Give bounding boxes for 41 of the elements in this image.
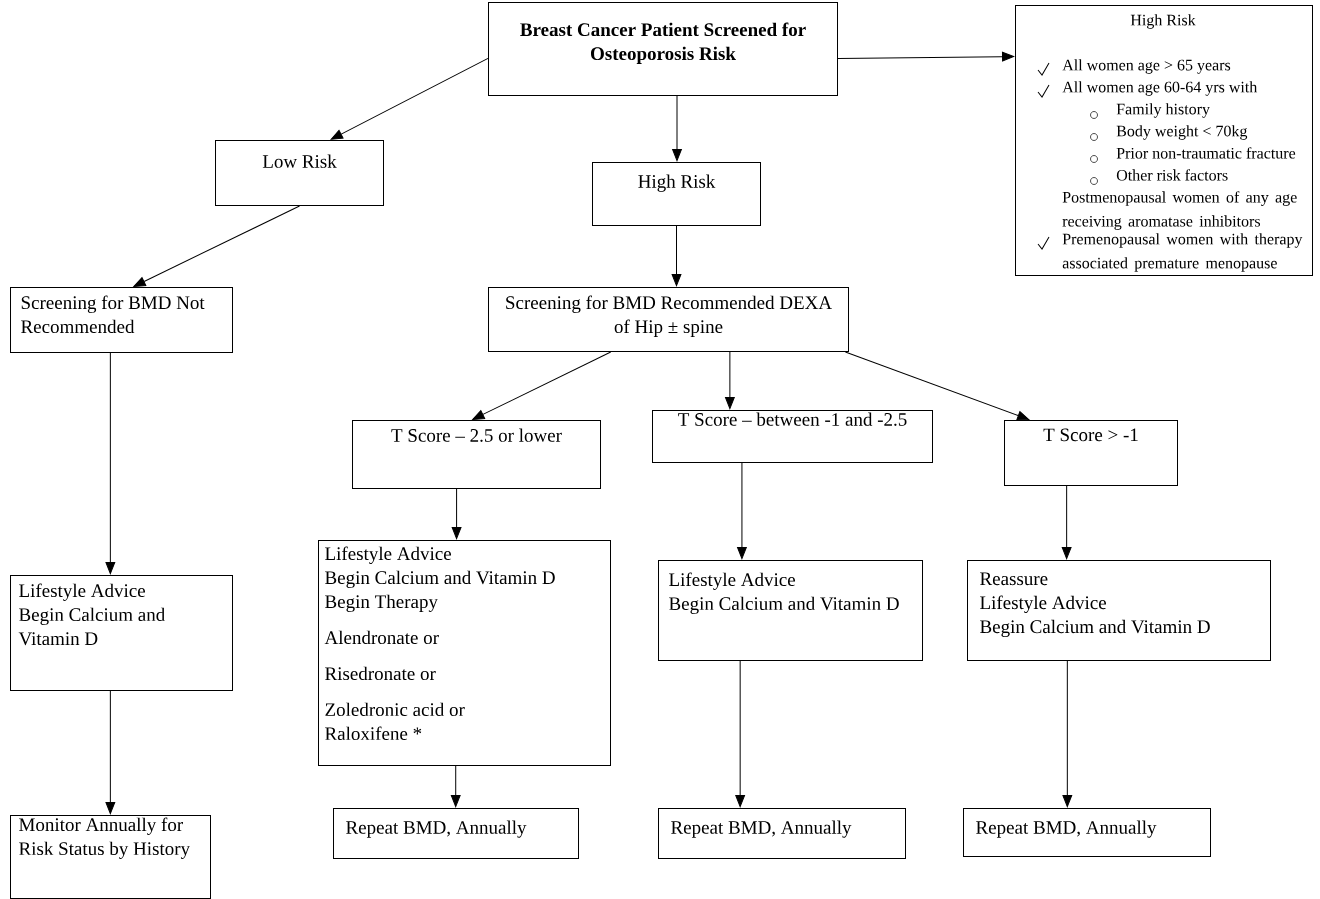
action-box: Repeat BMD, Annually: [333, 808, 579, 859]
arrow: [133, 205, 300, 287]
action-box: Lifestyle Advice Begin Calcium and Vitamin D: [10, 575, 233, 691]
action-box: Repeat BMD, Annually: [658, 808, 906, 859]
arrow: [451, 488, 462, 540]
list-item: Prior non-traumatic fracture: [1116, 147, 1296, 159]
process-box: Low Risk: [215, 140, 384, 206]
arrow: [330, 57, 489, 140]
list-item: Family history: [1116, 103, 1210, 118]
arrow: [671, 225, 682, 287]
list-item: Premenopausal women with therapy associated premature menopause: [1062, 233, 1303, 272]
process-box: Screening for BMD Recommended DEXA of Hip ± spine: [488, 287, 849, 352]
list-item: All women age > 65 years: [1062, 59, 1231, 74]
arrow: [837, 51, 1015, 62]
action-box: Reassure Lifestyle Advice Begin Calcium and Vitamin D: [967, 560, 1271, 661]
arrow: [844, 351, 1030, 421]
arrow: [672, 95, 682, 162]
result-box: T Score > -1: [1004, 420, 1178, 486]
arrow: [105, 352, 116, 575]
list-item: Body weight < 70kg: [1116, 125, 1248, 140]
result-box: T Score – between -1 and -2.5: [652, 410, 933, 463]
arrow: [1062, 660, 1073, 808]
heading: High Risk: [1130, 14, 1196, 29]
action-box: Lifestyle Advice Begin Calcium and Vitamin D Begin Therapy Alendronate or Risedronate or Zoledronic acid or Raloxifene *: [318, 540, 611, 766]
arrow: [737, 462, 747, 560]
arrow: [105, 690, 116, 815]
action-box: Monitor Annually for Risk Status by History: [10, 815, 211, 899]
list-item: Other risk factors: [1116, 169, 1228, 181]
list-item: Postmenopausal women of any age receiving aromatase inhibitors: [1062, 191, 1297, 230]
list-item: All women age 60-64 yrs with: [1062, 81, 1258, 96]
arrow: [1061, 485, 1072, 560]
start-box: Breast Cancer Patient Screened for Osteoporosis Risk: [488, 2, 838, 96]
process-box: Screening for BMD Not Recommended: [10, 287, 233, 353]
arrow: [725, 351, 735, 410]
process-box: High Risk: [592, 162, 761, 226]
result-box: T Score – 2.5 or lower: [352, 420, 601, 489]
action-box: Lifestyle Advice Begin Calcium and Vitamin D: [658, 560, 923, 661]
arrow: [450, 765, 461, 808]
arrow: [735, 660, 746, 808]
arrow: [472, 351, 612, 420]
action-box: Repeat BMD, Annually: [963, 808, 1211, 857]
